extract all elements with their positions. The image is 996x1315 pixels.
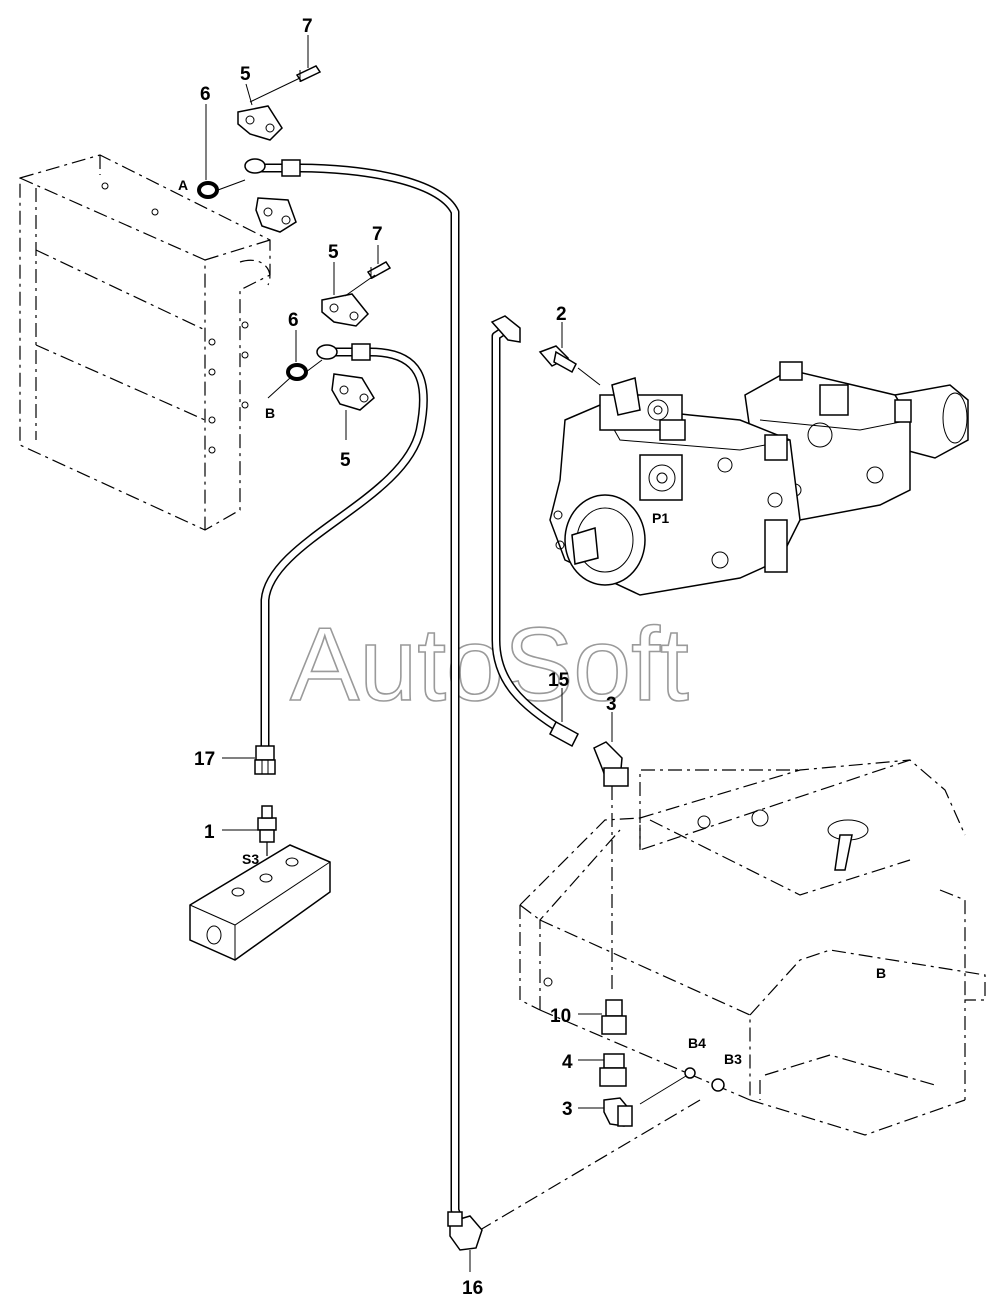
callout-6: 6 (288, 310, 299, 331)
callout-6: 6 (200, 84, 211, 105)
elbow-fitting-icon (603, 1097, 633, 1127)
callout-3: 3 (562, 1099, 573, 1120)
plug-icon (684, 1067, 696, 1079)
plug-icon (257, 805, 277, 843)
fitting-icon (538, 345, 577, 374)
distribution-block-icon (189, 844, 331, 961)
elbow-fitting-icon (447, 1211, 483, 1251)
callout-1: 1 (204, 822, 215, 843)
callout-5: 5 (240, 64, 251, 85)
hose-icon (490, 315, 579, 748)
plug-icon (711, 1078, 725, 1092)
flange-clamp-icon (237, 105, 283, 141)
o-ring-icon (197, 181, 219, 199)
port-label-a: A (178, 177, 188, 193)
port-label-p1: P1 (652, 510, 669, 526)
hose-icon (244, 158, 467, 1233)
port-label-b-tank: B (876, 965, 886, 981)
elbow-fitting-icon (593, 741, 629, 787)
callout-7: 7 (302, 16, 313, 37)
screw-icon (366, 261, 392, 279)
hose-icon (260, 343, 428, 757)
callout-2: 2 (556, 304, 567, 325)
callout-5: 5 (340, 450, 351, 471)
fitting-icon (601, 999, 627, 1035)
hydraulic-pump-icon (549, 361, 969, 596)
flange-clamp-icon (321, 293, 370, 327)
callout-3: 3 (606, 694, 617, 715)
port-label-b3: B3 (724, 1051, 742, 1067)
callout-16: 16 (462, 1278, 483, 1299)
callout-17: 17 (194, 749, 215, 770)
flange-clamp-icon (255, 197, 297, 233)
watermark: AutoSoft (290, 607, 689, 723)
port-label-s3: S3 (242, 851, 259, 867)
callout-5: 5 (328, 242, 339, 263)
callout-7: 7 (372, 224, 383, 245)
screw-icon (295, 65, 322, 82)
fitting-icon (254, 745, 276, 775)
callout-10: 10 (550, 1006, 571, 1027)
port-label-b4: B4 (688, 1035, 706, 1051)
callout-15: 15 (548, 670, 570, 691)
flange-clamp-icon (331, 373, 375, 411)
oil-cooler-icon (19, 154, 271, 531)
port-label-b-cooler: B (265, 405, 275, 421)
fitting-icon (599, 1053, 627, 1087)
o-ring-icon (286, 363, 308, 381)
hydraulic-tank-icon (519, 759, 986, 1136)
callout-4: 4 (562, 1052, 573, 1073)
